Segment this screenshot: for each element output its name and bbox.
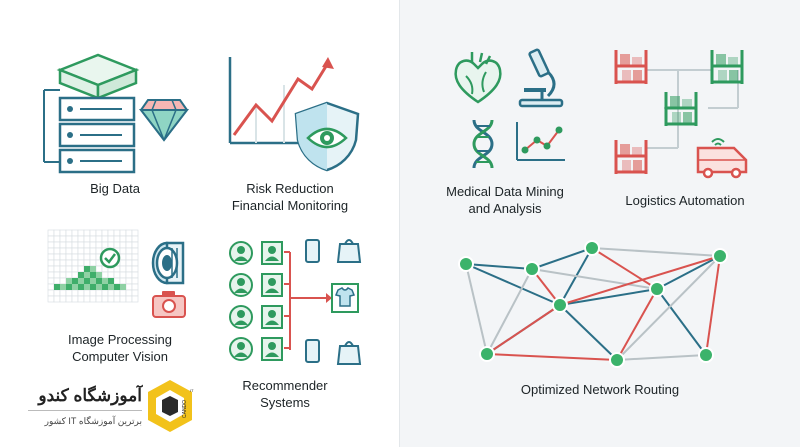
- card-label-recommender: Recommender Systems: [230, 377, 340, 411]
- brand-block: آموزشگاه کندو برترین آموزشگاه IT کشور CA…: [18, 372, 198, 442]
- card-label-network: Optimized Network Routing: [520, 382, 680, 397]
- panel-divider: [399, 0, 400, 447]
- shelf-icon: [664, 92, 698, 126]
- card-label-recommender-line1: Recommender: [242, 378, 328, 393]
- microscope-icon: [518, 48, 564, 108]
- card-label-risk: Risk Reduction Financial Monitoring: [215, 180, 365, 214]
- delivery-van-icon: [696, 138, 748, 179]
- brand-logo-small: IT: [190, 388, 194, 393]
- network-node: [712, 248, 728, 264]
- scatter-chart-icon: [516, 122, 565, 161]
- shopping-bag-icon: [336, 239, 362, 263]
- network-node: [479, 346, 495, 362]
- brand-name: آموزشگاه کندو: [38, 386, 142, 405]
- server-stack-icon: [43, 53, 140, 174]
- network-graph-icon: [458, 240, 728, 368]
- card-label-medical-line2: and Analysis: [468, 201, 542, 216]
- camera-icon: [152, 291, 186, 318]
- check-badge-icon: [99, 247, 121, 269]
- user-profile-icon: [229, 337, 253, 361]
- user-profile-icon: [229, 241, 253, 265]
- pixel-image-icon: [47, 229, 139, 303]
- brand-logo-text: CANDO: [182, 400, 188, 418]
- shelf-icon: [614, 50, 648, 84]
- card-label-risk-line1: Risk Reduction: [246, 181, 334, 196]
- shield-eye-icon: [294, 101, 360, 172]
- user-profile-icon: [229, 273, 253, 297]
- brand-tagline: برترین آموزشگاه IT کشور: [44, 416, 142, 426]
- line-chart-icon: [228, 57, 334, 145]
- network-node: [584, 240, 600, 256]
- logistics-diagram: [614, 50, 748, 179]
- brand-logo-icon: CANDO IT: [148, 380, 194, 432]
- tshirt-icon: [331, 283, 359, 313]
- network-node: [609, 352, 625, 368]
- network-node: [458, 256, 474, 272]
- smartphone-icon: [305, 239, 320, 263]
- card-label-logistics: Logistics Automation: [625, 193, 745, 208]
- shopping-bag-icon: [336, 341, 362, 365]
- recommender-diagram: [229, 239, 362, 365]
- card-label-medical-line1: Medical Data Mining: [446, 184, 564, 199]
- user-profile-icon: [261, 337, 283, 361]
- diamond-icon: [138, 99, 190, 142]
- user-profile-icon: [261, 305, 283, 329]
- network-node: [649, 281, 665, 297]
- camera-lens-icon: [151, 241, 185, 285]
- card-label-image-line1: Image Processing: [67, 332, 173, 347]
- network-node: [552, 297, 568, 313]
- card-label-medical: Medical Data Mining and Analysis: [430, 183, 580, 217]
- network-node: [698, 347, 714, 363]
- shelf-icon: [710, 50, 744, 84]
- card-label-image-line2: Computer Vision: [72, 349, 168, 364]
- user-profile-icon: [229, 305, 253, 329]
- heart-icon: [454, 52, 502, 104]
- user-profile-icon: [261, 241, 283, 265]
- card-label-risk-line2: Financial Monitoring: [231, 198, 349, 213]
- brand-underline: [28, 410, 142, 411]
- shelf-icon: [614, 140, 648, 174]
- card-label-recommender-line2: Systems: [260, 395, 310, 410]
- network-node: [524, 261, 540, 277]
- user-profile-icon: [261, 273, 283, 297]
- card-label-image: Image Processing Computer Vision: [45, 331, 195, 365]
- card-label-big-data: Big Data: [90, 181, 140, 196]
- dna-icon: [472, 119, 494, 169]
- smartphone-icon: [305, 339, 320, 363]
